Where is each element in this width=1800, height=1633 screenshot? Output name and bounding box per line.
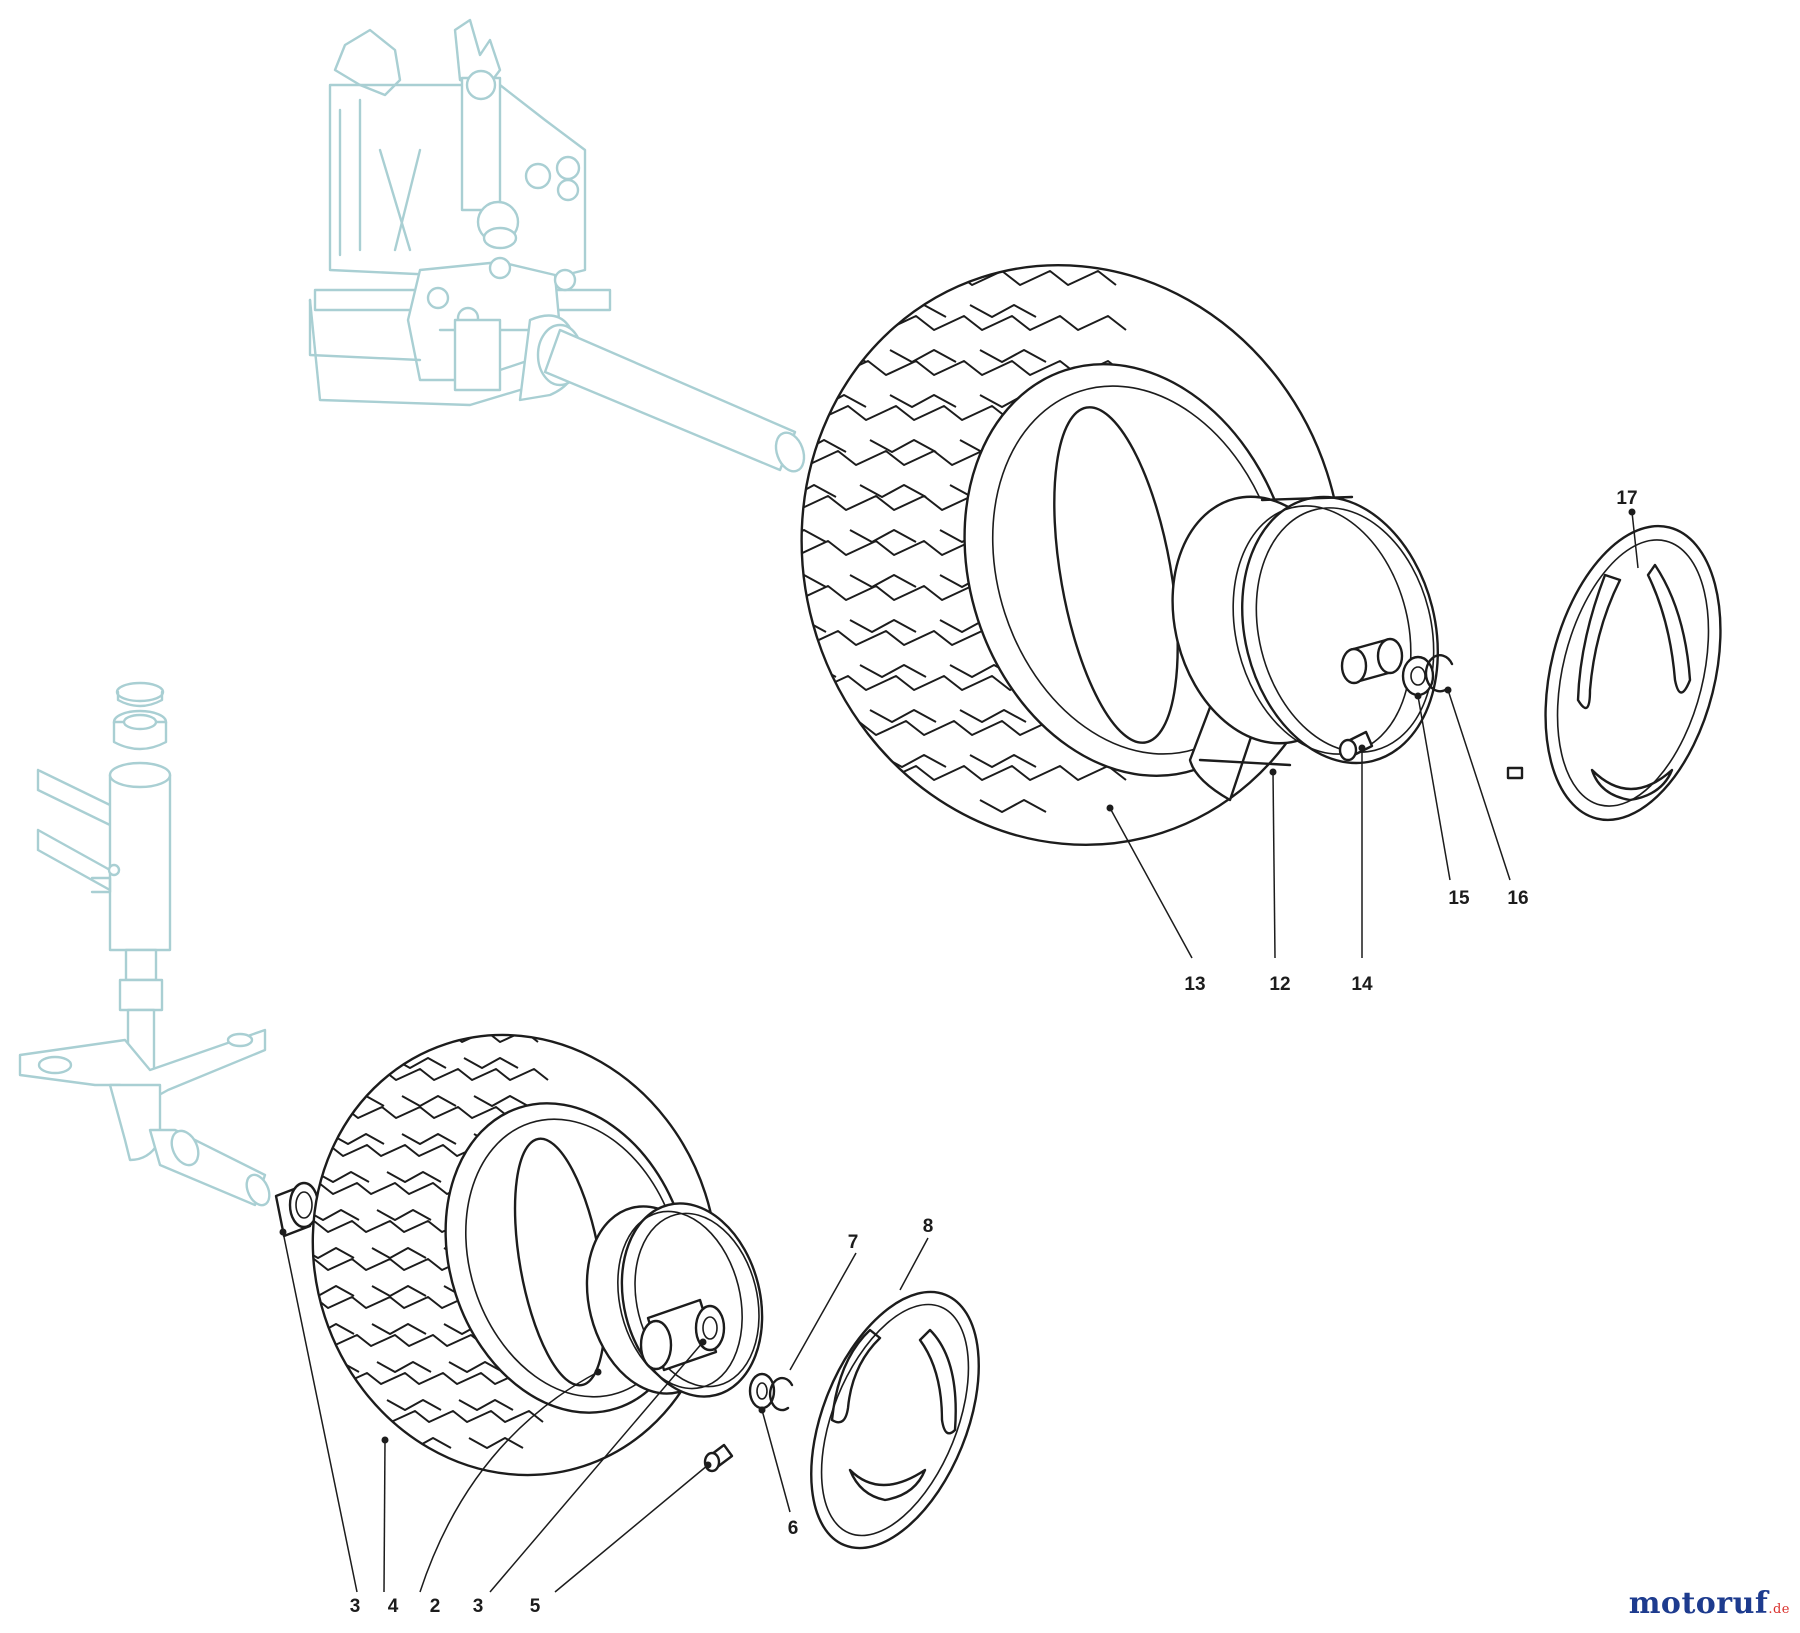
- leader-3a: [282, 1231, 358, 1593]
- leader-14-dot: [1358, 744, 1366, 752]
- callout-8: 8: [923, 1216, 934, 1237]
- callout-17: 17: [1616, 488, 1637, 509]
- front-wheel-cover: [810, 1290, 980, 1550]
- leader-12: [1272, 771, 1276, 959]
- rear-wheel-cover: [1506, 524, 1722, 822]
- site-watermark: motoruf.de: [1629, 1586, 1790, 1621]
- front-spacer: [274, 1181, 320, 1238]
- leader-3b: [489, 1341, 704, 1593]
- front-retaining-clip: [768, 1376, 794, 1412]
- leader-5: [554, 1464, 709, 1593]
- front-axle-ghost: [18, 681, 271, 1207]
- callout-3-bearing: 3: [473, 1596, 484, 1617]
- callout-14: 14: [1351, 974, 1373, 995]
- leader-6: [761, 1409, 791, 1513]
- leader-17-dot: [1628, 508, 1636, 516]
- callout-13: 13: [1184, 974, 1205, 995]
- leader-16-dot: [1444, 686, 1452, 694]
- callout-15: 15: [1448, 888, 1470, 909]
- callout-7: 7: [848, 1232, 859, 1253]
- callout-4: 4: [388, 1596, 399, 1617]
- leader-13-dot: [1106, 804, 1114, 812]
- callout-12: 12: [1269, 974, 1290, 995]
- leader-15-dot: [1414, 692, 1422, 700]
- leader-16: [1447, 689, 1511, 881]
- watermark-main: motoruf: [1628, 1586, 1769, 1621]
- rear-hub-bushing: [1340, 637, 1404, 685]
- callout-6: 6: [788, 1518, 799, 1539]
- watermark-suffix: .de: [1768, 1602, 1790, 1617]
- transaxle-ghost: [308, 18, 806, 473]
- rear-rim: [1171, 495, 1454, 802]
- leader-13: [1109, 807, 1193, 959]
- callout-2: 2: [430, 1596, 441, 1617]
- rear-tire-valve: [1338, 730, 1374, 762]
- leader-12-dot: [1269, 768, 1277, 776]
- leader-8: [899, 1237, 929, 1291]
- rear-retaining-clip: [1424, 654, 1454, 693]
- leader-7: [789, 1252, 857, 1371]
- leader-17: [1631, 511, 1639, 569]
- leader-2: [419, 1371, 599, 1593]
- callout-3-spacer: 3: [350, 1596, 361, 1617]
- callout-5: 5: [530, 1596, 541, 1617]
- leader-15: [1417, 695, 1451, 881]
- leader-lines: [279, 508, 1639, 1593]
- front-rim: [585, 1202, 764, 1398]
- callout-16: 16: [1507, 888, 1528, 909]
- leader-4: [383, 1439, 386, 1593]
- callout-labels: 17 15 16 13 12 14 7 8 6 3 4 2 3 5: [350, 488, 1638, 1617]
